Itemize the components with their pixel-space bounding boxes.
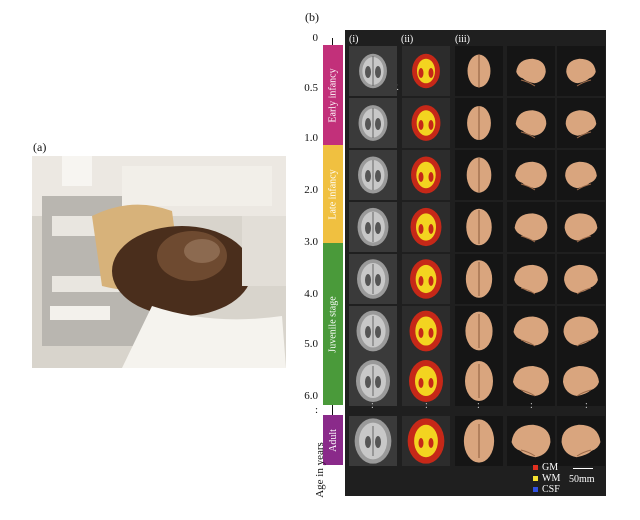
brain-image-r2-c5 bbox=[557, 98, 605, 148]
brain-image-r8-c2 bbox=[402, 416, 450, 466]
col-label-iii: (iii) bbox=[455, 34, 470, 45]
brain-image-r7-c2 bbox=[402, 356, 450, 406]
brain-image-r1-c1 bbox=[349, 46, 397, 96]
brain-image-r6-c1 bbox=[349, 306, 397, 356]
brain-image-r8-c4 bbox=[507, 416, 555, 466]
brain-image-r7-c5 bbox=[557, 356, 605, 406]
brain-image-r5-c1 bbox=[349, 254, 397, 304]
panel-b-label: (b) bbox=[305, 10, 319, 24]
legend-gm-label: GM bbox=[542, 462, 559, 473]
brain-image-r6-c5 bbox=[557, 306, 605, 356]
stage-early-infancy-label: Early infancy bbox=[327, 67, 339, 123]
scale-bar-line bbox=[573, 468, 593, 469]
brain-image-r4-c5 bbox=[557, 202, 605, 252]
brain-image-r7-c3 bbox=[455, 356, 503, 406]
legend-csf-label: CSF bbox=[542, 484, 560, 495]
stage-adult: Adult bbox=[323, 415, 343, 465]
col-label-i: (i) bbox=[349, 34, 359, 45]
brain-image-r4-c1 bbox=[349, 202, 397, 252]
stage-late-infancy-label: Late infancy bbox=[327, 168, 339, 220]
brain-image-r8-c5 bbox=[557, 416, 605, 466]
stage-early-infancy: Early infancy bbox=[323, 45, 343, 145]
stage-juvenile: Juvenile stage bbox=[323, 243, 343, 405]
tick-6-0: 6.0 bbox=[304, 390, 318, 402]
panel-a-label: (a) bbox=[33, 140, 47, 154]
tick-3-0: 3.0 bbox=[304, 236, 318, 248]
mri-scanner-photo bbox=[32, 156, 286, 368]
axis-label: Age in years bbox=[313, 442, 326, 498]
brain-image-r7-c4 bbox=[507, 356, 555, 406]
brain-image-r5-c5 bbox=[557, 254, 605, 304]
dots-col-3: : bbox=[477, 400, 480, 411]
dots-col-5: : bbox=[585, 400, 588, 411]
stage-juvenile-label: Juvenile stage bbox=[327, 295, 339, 353]
brain-image-r1-c4 bbox=[507, 46, 555, 96]
axis-label-box: Age in years bbox=[302, 440, 342, 500]
brain-image-r6-c2 bbox=[402, 306, 450, 356]
legend-gm-swatch bbox=[533, 465, 538, 470]
brain-image-r2-c2 bbox=[402, 98, 450, 148]
brain-image-r1-c3 bbox=[455, 46, 503, 96]
col-label-ii: (ii) bbox=[401, 34, 414, 45]
dots-col-4: : bbox=[530, 400, 533, 411]
brain-image-r4-c3 bbox=[455, 202, 503, 252]
brain-image-r5-c3 bbox=[455, 254, 503, 304]
tick-1-0: 1.0 bbox=[304, 132, 318, 144]
tick-dots: : bbox=[314, 404, 318, 416]
brain-image-r4-c4 bbox=[507, 202, 555, 252]
brain-image-r6-c4 bbox=[507, 306, 555, 356]
brain-image-r8-c1 bbox=[349, 416, 397, 466]
brain-image-r8-c3 bbox=[455, 416, 503, 466]
legend: GM WM CSF 50mm bbox=[533, 462, 605, 496]
tick-4-0: 4.0 bbox=[304, 288, 318, 300]
legend-wm-label: WM bbox=[542, 473, 561, 484]
brain-image-r2-c4 bbox=[507, 98, 555, 148]
brain-image-r2-c1 bbox=[349, 98, 397, 148]
tick-2-0: 2.0 bbox=[304, 184, 318, 196]
stage-late-infancy: Late infancy bbox=[323, 145, 343, 243]
brain-image-r2-c3 bbox=[455, 98, 503, 148]
brain-image-r5-c2 bbox=[402, 254, 450, 304]
brain-grid-panel: (i) (ii) (iii) R : : : : : GM WM CSF 50m… bbox=[345, 30, 606, 496]
brain-image-r7-c1 bbox=[349, 356, 397, 406]
brain-image-r6-c3 bbox=[455, 306, 503, 356]
dots-row: : : : : : bbox=[345, 400, 606, 412]
brain-image-r3-c1 bbox=[349, 150, 397, 200]
scale-bar-label: 50mm bbox=[569, 474, 595, 485]
tick-0-5: 0.5 bbox=[304, 82, 318, 94]
tick-5-0: 5.0 bbox=[304, 338, 318, 350]
brain-image-r5-c4 bbox=[507, 254, 555, 304]
brain-image-r1-c5 bbox=[557, 46, 605, 96]
stage-bars: Early infancy Late infancy Juvenile stag… bbox=[323, 45, 343, 505]
legend-wm-swatch bbox=[533, 476, 538, 481]
legend-csf-swatch bbox=[533, 487, 538, 492]
dots-col-2: : bbox=[425, 400, 428, 411]
tick-0: 0 bbox=[312, 32, 319, 44]
brain-image-r1-c2 bbox=[402, 46, 450, 96]
brain-image-r3-c5 bbox=[557, 150, 605, 200]
brain-image-r3-c2 bbox=[402, 150, 450, 200]
dots-col-1: : bbox=[371, 400, 374, 411]
brain-image-r3-c3 bbox=[455, 150, 503, 200]
brain-image-r4-c2 bbox=[402, 202, 450, 252]
brain-image-r3-c4 bbox=[507, 150, 555, 200]
